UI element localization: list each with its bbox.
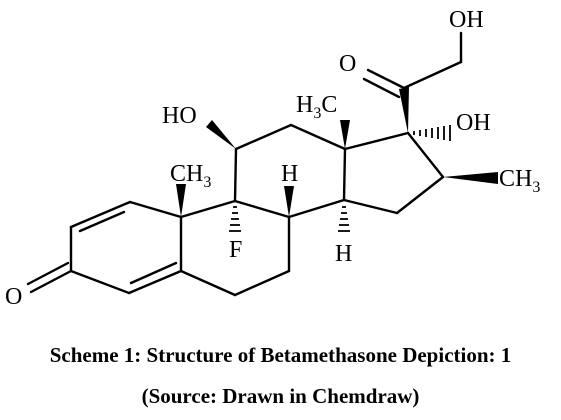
bond-c13-c17 [343, 131, 410, 151]
bond-c16-c15 [395, 175, 445, 215]
bond-c3-o [29, 269, 73, 294]
bond-c9-c10 [179, 199, 237, 219]
label-ketone-o: O [339, 51, 356, 77]
bond-c10-c1 [128, 200, 183, 219]
caption-source: (Source: Drawn in Chemdraw) [141, 384, 420, 408]
bond-c4-c5-double [129, 261, 178, 285]
bond-c14-c8 [287, 198, 346, 219]
bond-c20-o [366, 68, 406, 90]
label-o-c3: O [5, 284, 22, 310]
bond-c3-o-double [26, 261, 70, 286]
label-h3c-c13: H3C [296, 92, 337, 122]
label-oh-c17: OH [456, 110, 491, 136]
bond-c3-c4 [69, 269, 131, 295]
betamethasone-structure-drawing: OH O H3C OH HO CH3 H F H CH3 O [5, 7, 540, 310]
wedge-c13-ch3 [340, 120, 350, 149]
bond-c20-c21 [402, 60, 463, 90]
bond-c11-c12 [234, 123, 293, 151]
wedge-c10-ch3 [176, 184, 186, 217]
hash-c14-h [338, 206, 350, 232]
label-h-c8: H [281, 161, 298, 187]
bond-c4-c5 [127, 269, 183, 295]
label-ch3-c16: CH3 [499, 166, 540, 196]
bond-c1-c2-double [78, 210, 126, 233]
label-h-c14: H [335, 241, 352, 267]
label-oh-top: OH [449, 7, 484, 33]
bond-c15-c14 [342, 198, 399, 215]
wedge-c17-c20 [399, 87, 409, 133]
label-ho-c11: HO [162, 103, 197, 129]
bond-c13-c14 [342, 147, 347, 202]
bond-c9-c11 [233, 147, 238, 203]
bond-c8-c9 [233, 199, 291, 219]
bond-c5-c6 [179, 269, 237, 297]
wedge-c11-oh [206, 120, 236, 149]
wedge-c16-ch3 [443, 172, 498, 184]
bond-c1-c2 [69, 200, 132, 229]
bond-c17-c16 [406, 131, 445, 179]
bond-c6-c7 [233, 269, 291, 297]
label-ch3-c10: CH3 [170, 161, 211, 191]
wedge-c8-h [284, 186, 294, 217]
bond-c20-o-double [362, 77, 401, 99]
bond-c12-c13 [289, 123, 347, 151]
hash-c17-oh [413, 125, 451, 141]
caption-title: Scheme 1: Structure of Betamethasone Dep… [49, 343, 512, 367]
hash-c9-f [229, 206, 241, 232]
label-f-c9: F [229, 237, 242, 263]
